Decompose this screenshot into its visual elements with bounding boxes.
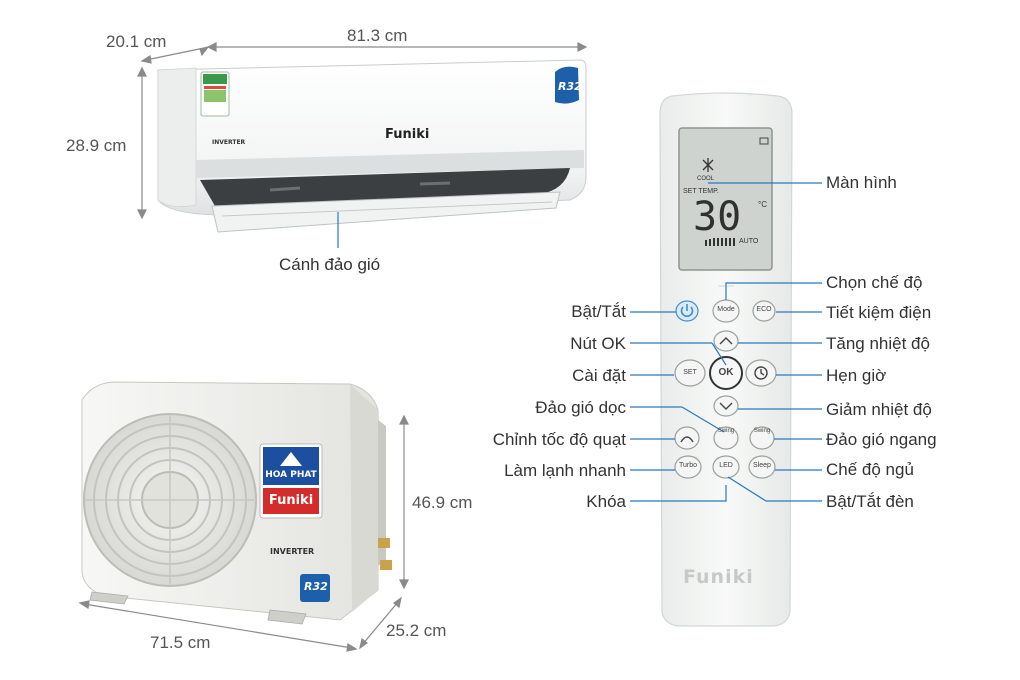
outdoor-width-label: 71.5 cm xyxy=(150,633,211,652)
callout-fan-speed: Chỉnh tốc độ quạt xyxy=(492,430,626,449)
outdoor-r32-badge: R32 xyxy=(304,580,328,593)
indoor-r32-badge: R32 xyxy=(558,80,582,93)
swing-horizontal-button-label: Swing xyxy=(753,428,771,434)
callout-turbo: Làm lạnh nhanh xyxy=(504,461,626,480)
remote-callout-lines xyxy=(630,182,822,502)
indoor-inverter-text: INVERTER xyxy=(212,139,246,146)
lcd-fan-auto: AUTO xyxy=(739,238,759,245)
callout-swing-vertical: Đảo gió dọc xyxy=(535,398,626,417)
callout-timer: Hẹn giờ xyxy=(826,366,887,385)
callout-temp-down: Giảm nhiệt độ xyxy=(826,400,932,419)
lcd-set-temp-label: SET TEMP. xyxy=(683,188,719,195)
ok-button-label: OK xyxy=(718,367,734,378)
outdoor-brand-logo: Funiki xyxy=(268,493,314,508)
outdoor-hoaphat-logo: HOA PHAT xyxy=(265,470,317,480)
indoor-width-label: 81.3 cm xyxy=(347,26,408,45)
callout-set: Cài đặt xyxy=(572,366,626,385)
outdoor-inverter-text: INVERTER xyxy=(270,547,315,556)
louver-label: Cánh đảo gió xyxy=(279,255,381,274)
remote-control xyxy=(659,92,793,627)
mode-button-label: Mode xyxy=(717,306,735,313)
indoor-dimension-lines xyxy=(137,42,588,220)
callout-swing-horizontal: Đảo gió ngang xyxy=(826,430,937,449)
callout-power: Bật/Tắt xyxy=(571,302,626,321)
lcd-temperature: 30 xyxy=(693,194,742,240)
set-button-label: SET xyxy=(683,369,697,376)
indoor-brand-logo: Funiki xyxy=(385,127,430,142)
led-button-label: LED xyxy=(719,462,733,469)
callout-led: Bật/Tắt đèn xyxy=(826,492,914,511)
remote-brand-logo: Funiki xyxy=(683,566,754,588)
indoor-height-label: 28.9 cm xyxy=(66,136,127,155)
outdoor-depth-label: 25.2 cm xyxy=(386,621,447,640)
callout-screen: Màn hình xyxy=(826,173,897,192)
outdoor-dimension-lines xyxy=(78,414,409,652)
lcd-mode-text: COOL xyxy=(697,176,715,182)
outdoor-unit xyxy=(81,381,392,625)
indoor-depth-label: 20.1 cm xyxy=(106,32,167,51)
turbo-button-label: Turbo xyxy=(678,462,698,469)
callout-eco: Tiết kiệm điện xyxy=(826,303,932,322)
outdoor-height-label: 46.9 cm xyxy=(412,493,473,512)
callout-temp-up: Tăng nhiệt độ xyxy=(826,334,930,353)
swing-vertical-button-label: Swing xyxy=(717,428,735,434)
indoor-unit xyxy=(157,59,587,248)
callout-mode-select: Chọn chế độ xyxy=(826,273,923,292)
lcd-unit: °C xyxy=(758,200,767,209)
eco-button-label: ECO xyxy=(756,306,772,313)
callout-sleep: Chế độ ngủ xyxy=(826,460,914,479)
sleep-button-label: Sleep xyxy=(753,462,771,469)
callout-ok: Nút OK xyxy=(570,334,626,353)
callout-lock: Khóa xyxy=(586,492,626,511)
